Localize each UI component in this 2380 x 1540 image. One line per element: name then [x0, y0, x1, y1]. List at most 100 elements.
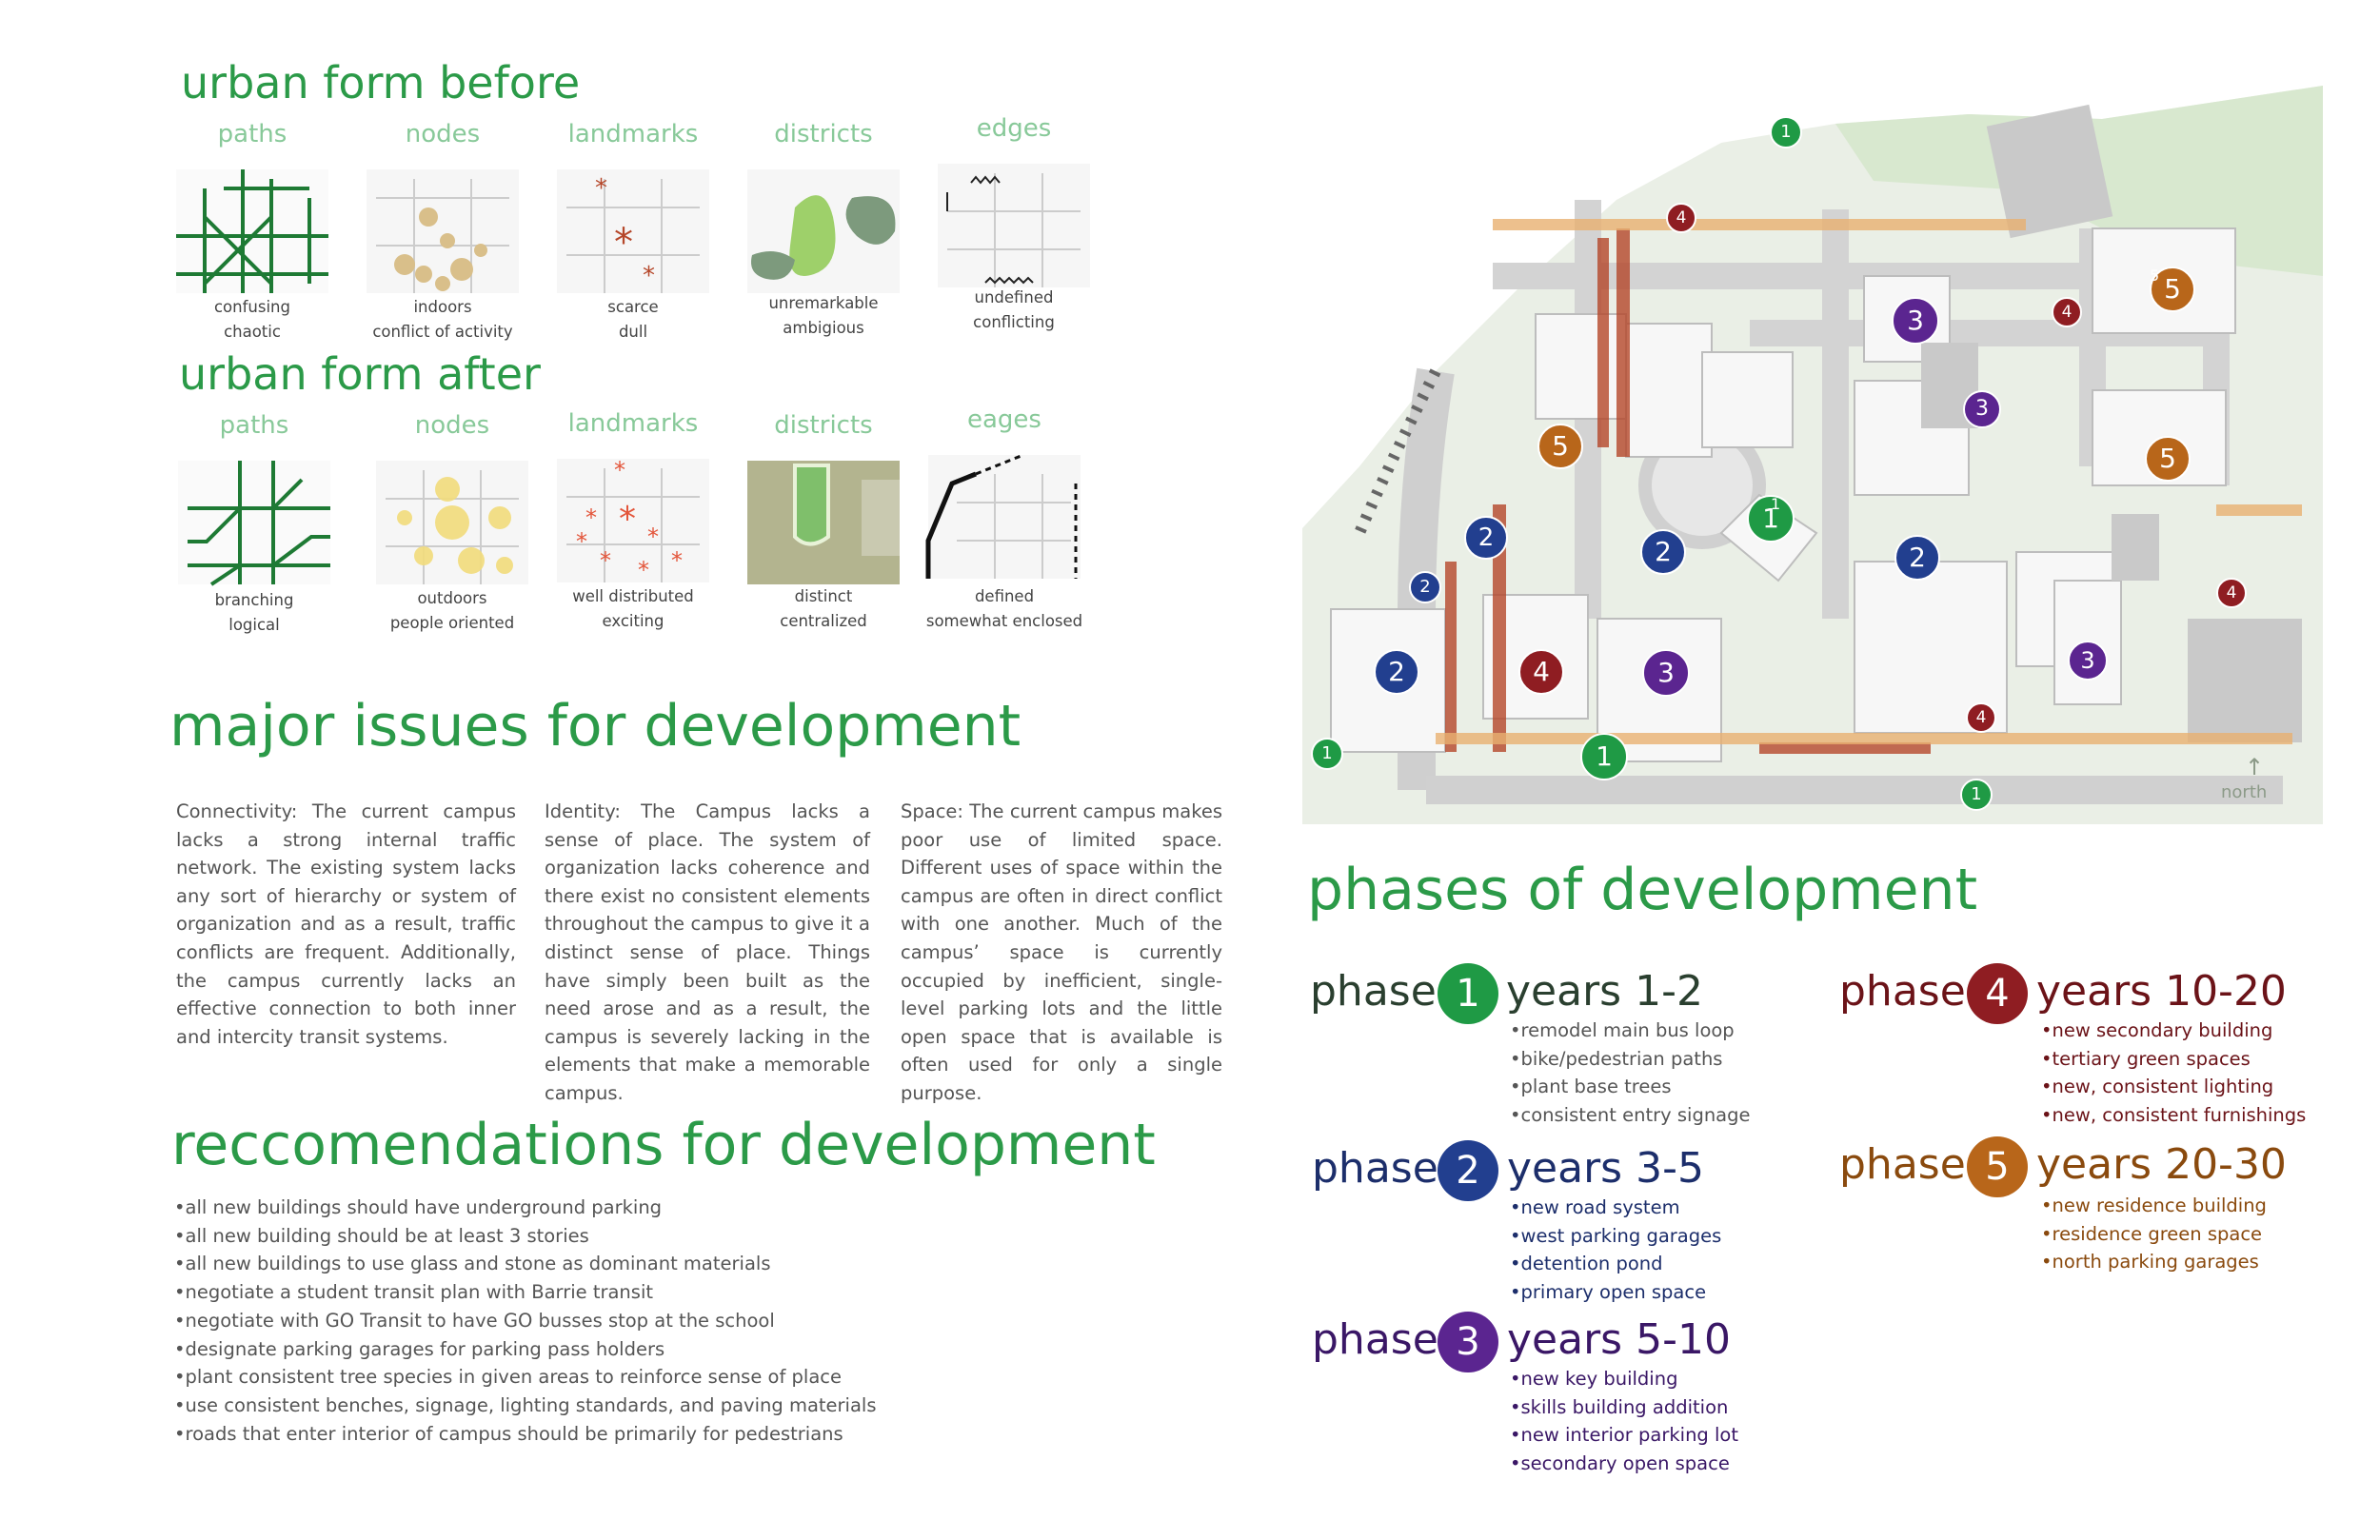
svg-text:*: * — [600, 547, 611, 574]
svg-text:*: * — [585, 504, 597, 531]
phase-5-number: 5 — [1967, 1136, 2028, 1197]
after-paths-label: paths — [219, 411, 289, 440]
map-marker-phase-5: 5 — [2145, 436, 2191, 482]
issue-connectivity: Connectivity: The current campus lacks a… — [176, 800, 516, 1048]
after-paths-diagram — [178, 461, 330, 586]
phase-4-items: new secondary building tertiary green sp… — [2041, 1017, 2307, 1129]
svg-text:*: * — [619, 500, 636, 539]
urban-after-title: urban form after — [179, 348, 541, 400]
phase-1-item: consistent entry signage — [1510, 1101, 1751, 1130]
map-marker-phase-3: 3 — [1963, 390, 2001, 428]
phase-5-word: phase — [1839, 1140, 1966, 1189]
phase-3-item: skills building addition — [1510, 1393, 1738, 1422]
before-landmarks-cap1: scarce — [607, 298, 659, 316]
map-marker-phase-2: 2 — [1409, 571, 1441, 603]
phase-3-item: new interior parking lot — [1510, 1421, 1739, 1450]
map-marker-phase-1: 1 — [1747, 495, 1795, 543]
north-arrow-icon: ↑ — [2245, 754, 2265, 780]
recommendation-item: designate parking garages for parking pa… — [174, 1335, 877, 1364]
map-marker-phase-2: 2 — [1640, 529, 1686, 575]
map-marker-phase-4: 4 — [1966, 702, 1996, 733]
svg-text:*: * — [576, 528, 587, 555]
phase-1-number: 1 — [1438, 963, 1498, 1024]
phase-2-number: 2 — [1438, 1140, 1498, 1201]
phase-2-word: phase — [1312, 1144, 1438, 1193]
before-edges-cap2: conflicting — [973, 313, 1055, 331]
svg-text:*: * — [614, 457, 625, 484]
phase-2-item: new road system — [1510, 1194, 1721, 1222]
map-marker-phase-4: 4 — [2052, 297, 2082, 327]
phase-5-years: years 20-30 — [2036, 1140, 2287, 1189]
before-paths-diagram — [176, 169, 328, 293]
map-marker-phase-5: 5 — [2150, 267, 2195, 312]
after-landmarks-diagram: ******** — [557, 457, 709, 583]
recommendation-item: use consistent benches, signage, lightin… — [174, 1392, 877, 1420]
phase-5-item: residence green space — [2041, 1220, 2267, 1249]
phase-2-item: primary open space — [1510, 1278, 1721, 1307]
svg-text:*: * — [638, 557, 649, 583]
before-edges-diagram — [938, 164, 1090, 287]
before-landmarks-cap2: dull — [618, 323, 648, 341]
map-marker-phase-1: 1 — [1960, 779, 1993, 811]
phase-5-item: north parking garages — [2041, 1248, 2267, 1276]
phase-3-item: new key building — [1510, 1365, 1738, 1393]
map-marker-phase-5: 5 — [1537, 424, 1583, 469]
after-nodes-cap1: outdoors — [417, 589, 487, 607]
map-marker-phase-4: 4 — [1518, 649, 1564, 695]
after-districts-cap2: centralized — [780, 612, 867, 630]
recommendations-list: all new buildings should have undergroun… — [174, 1194, 877, 1448]
after-nodes-diagram — [376, 461, 528, 584]
recommendation-item: plant consistent tree species in given a… — [174, 1363, 877, 1392]
after-districts-label: districts — [774, 411, 873, 440]
phase-5-items: new residence building residence green s… — [2041, 1192, 2267, 1276]
map-marker-phase-4: 4 — [1666, 203, 1696, 233]
before-nodes-label: nodes — [405, 120, 481, 148]
before-nodes-cap1: indoors — [413, 298, 472, 316]
phase-2-items: new road system west parking garages det… — [1510, 1194, 1722, 1307]
phase-1-items: remodel main bus loop bike/pedestrian pa… — [1510, 1017, 1751, 1129]
svg-text:*: * — [647, 523, 659, 550]
map-marker-phase-2: 2 — [1464, 516, 1508, 560]
recommendation-item: all new buildings to use glass and stone… — [174, 1250, 877, 1278]
phase-1-item: remodel main bus loop — [1510, 1017, 1751, 1045]
site-plan-map: north ↑ — [1302, 86, 2323, 824]
site-plan-drawing — [1302, 86, 2323, 824]
phase-2-item: detention pond — [1510, 1250, 1721, 1278]
phase-4-number: 4 — [1967, 963, 2028, 1024]
phase-2-item: west parking garages — [1510, 1222, 1722, 1251]
phase-1-years: years 1-2 — [1506, 967, 1703, 1016]
after-nodes-label: nodes — [414, 411, 490, 440]
phase-1-item: bike/pedestrian paths — [1510, 1045, 1751, 1074]
svg-text:*: * — [671, 547, 683, 574]
svg-text:*: * — [643, 262, 655, 290]
before-landmarks-label: landmarks — [567, 120, 699, 148]
phase-5-item: new residence building — [2041, 1192, 2267, 1220]
recommendation-item: negotiate with GO Transit to have GO bus… — [174, 1307, 877, 1335]
after-landmarks-cap1: well distributed — [572, 587, 694, 605]
before-edges-label: edges — [976, 114, 1052, 143]
issue-space: Space: The current campus makes poor use… — [901, 800, 1222, 1104]
after-nodes-cap2: people oriented — [389, 614, 515, 632]
recommendation-item: roads that enter interior of campus shou… — [174, 1420, 877, 1449]
recommendation-item: all new building should be at least 3 st… — [174, 1222, 877, 1251]
issues-title: major issues for development — [169, 693, 1021, 760]
phases-title: phases of development — [1307, 857, 1978, 923]
map-marker-phase-3: 3 — [1892, 297, 1939, 345]
phase-2-years: years 3-5 — [1507, 1144, 1704, 1193]
map-marker-phase-3: 3 — [1642, 649, 1690, 697]
phase-3-word: phase — [1312, 1315, 1438, 1364]
issue-identity: Identity: The Campus lacks a sense of pl… — [545, 800, 870, 1104]
recommendation-item: all new buildings should have undergroun… — [174, 1194, 877, 1222]
phase-4-years: years 10-20 — [2036, 967, 2287, 1016]
svg-text:*: * — [595, 174, 607, 203]
recommendations-title: reccomendations for development — [171, 1112, 1156, 1178]
after-edges-label: eages — [967, 405, 1041, 434]
after-districts-cap1: distinct — [794, 587, 853, 605]
before-districts-cap2: ambigious — [783, 319, 864, 337]
phase-4-item: new, consistent lighting — [2041, 1073, 2306, 1101]
map-marker-phase-2: 2 — [1374, 649, 1419, 695]
map-marker-phase-1: 1 — [1311, 738, 1343, 770]
before-paths-cap2: chaotic — [224, 323, 281, 341]
phase-1-word: phase — [1310, 967, 1437, 1016]
before-districts-cap1: unremarkable — [768, 294, 879, 312]
